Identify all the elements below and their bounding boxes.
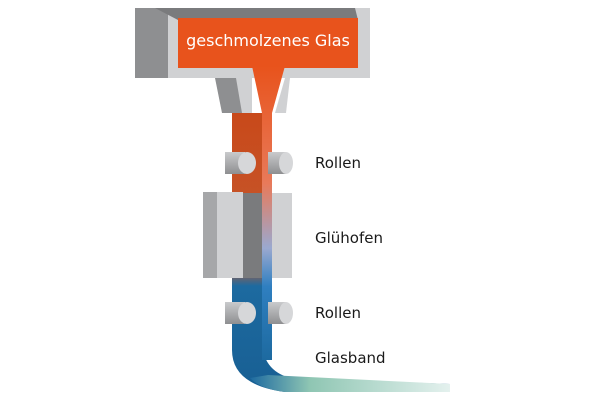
- tank-label: geschmolzenes Glas: [186, 31, 350, 50]
- glass-strip: [232, 113, 450, 392]
- glass-band: [250, 375, 450, 392]
- label-rollers-1: Rollen: [315, 154, 361, 172]
- annealing-furnace: [203, 192, 292, 278]
- rollers-1: [225, 152, 293, 174]
- melting-tank: [135, 8, 370, 78]
- label-annealing-furnace: Glühofen: [315, 229, 383, 247]
- rollers-2: [225, 302, 293, 324]
- glass-ribbon: [252, 66, 285, 360]
- molten-glass: [178, 18, 358, 68]
- label-glass-band: Glasband: [315, 349, 386, 367]
- nozzle: [215, 78, 290, 113]
- label-rollers-2: Rollen: [315, 304, 361, 322]
